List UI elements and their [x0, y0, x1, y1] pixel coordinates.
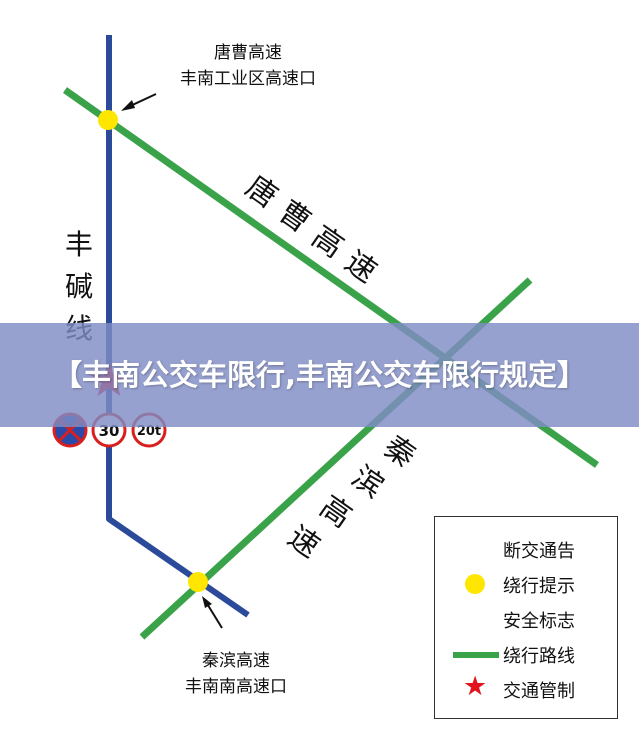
legend-label: 断交通告: [503, 541, 575, 562]
top-junction-arrow: [121, 93, 157, 111]
tangcao-road-char-1: 唐: [239, 169, 284, 215]
top-junction-dot: [98, 110, 118, 130]
bottom-junction-arrow: [202, 596, 223, 629]
legend: 断交通告 绕行提示 安全标志 绕行路线 ★ 交通管制: [434, 516, 618, 719]
tangcao-road-char-3: 高: [305, 219, 350, 265]
qinbin-road-char-1: 秦: [377, 429, 422, 475]
vertical-road-char-1: 丰: [65, 228, 93, 261]
bottom-junction-dot: [188, 572, 208, 592]
qinbin-road-char-2: 滨: [345, 459, 390, 505]
legend-item-control: ★ 交通管制: [435, 671, 617, 703]
tangcao-road-char-2: 曹: [272, 194, 317, 240]
banner-title: 【丰南公交车限行,丰南公交车限行规定】: [52, 358, 587, 392]
legend-label: 绕行提示: [503, 576, 575, 597]
top-junction-name: 唐曹高速: [214, 42, 282, 63]
legend-label: 交通管制: [503, 681, 575, 702]
weight-limit-value: 20t: [137, 424, 161, 439]
top-junction-exit: 丰南工业区高速口: [180, 69, 316, 89]
title-banner: 【丰南公交车限行,丰南公交车限行规定】: [0, 323, 639, 427]
red-star-icon: ★: [463, 671, 488, 702]
legend-item-safety: 安全标志: [435, 605, 617, 633]
qinbin-road-char-3: 高: [313, 489, 358, 535]
yellow-dot-icon: [465, 574, 485, 594]
green-line-icon: [453, 652, 499, 658]
bottom-junction-exit: 丰南南高速口: [185, 677, 287, 697]
legend-item-detour-route: 绕行路线: [435, 640, 617, 668]
legend-label: 安全标志: [503, 611, 575, 632]
legend-item-closure: 断交通告: [435, 535, 617, 563]
legend-label: 绕行路线: [503, 646, 575, 667]
vertical-road-char-2: 碱: [65, 270, 93, 303]
legend-item-detour-tip: 绕行提示: [435, 570, 617, 598]
bottom-junction-name: 秦滨高速: [202, 651, 270, 671]
qinbin-road-char-4: 速: [281, 519, 326, 565]
